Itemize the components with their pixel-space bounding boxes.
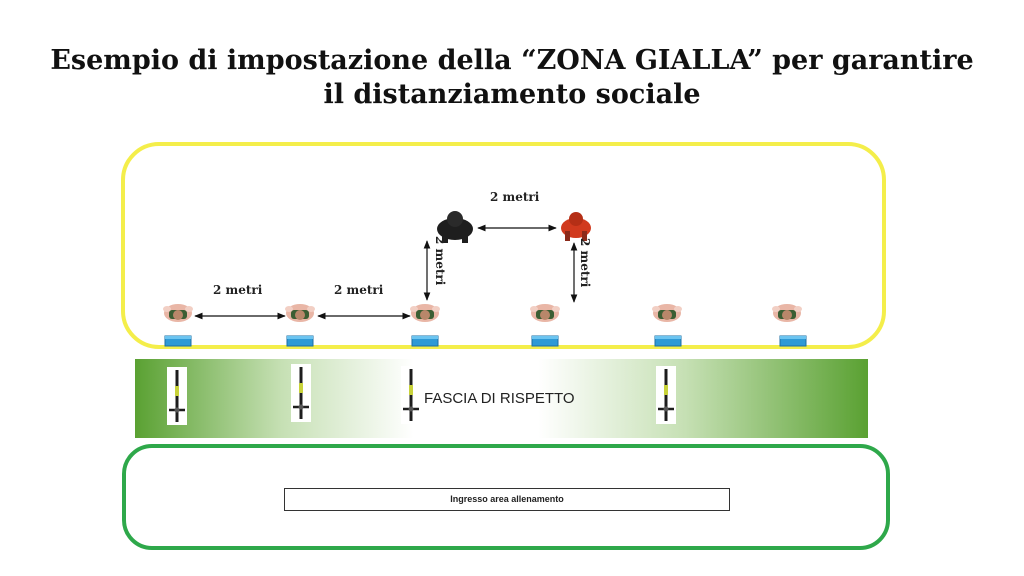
distance-label: 2 metri (578, 238, 592, 288)
bench-icon (286, 335, 314, 347)
distance-label: 2 metri (334, 283, 384, 297)
bench-icon (779, 335, 807, 347)
title-line-2: il distanziamento sociale (323, 79, 701, 110)
bench-icon (164, 335, 192, 347)
bicycle-icon (165, 365, 189, 427)
person-topview-icon (530, 304, 560, 322)
person-topview-icon (163, 304, 193, 322)
person-topview-icon (437, 211, 473, 243)
distance-label: 2 metri (213, 283, 263, 297)
bicycle-icon (289, 362, 313, 424)
bicycle-icon (654, 364, 678, 426)
person-topview-icon (561, 212, 591, 241)
distance-label: 2 metri (490, 190, 540, 204)
person-topview-icon (772, 304, 802, 322)
distance-label: 2 metri (433, 236, 447, 286)
bicycle-icon (399, 364, 423, 426)
bench-icon (531, 335, 559, 347)
bench-icon (411, 335, 439, 347)
yellow-zone-border (121, 142, 886, 349)
person-topview-icon (652, 304, 682, 322)
bench-icon (654, 335, 682, 347)
person-topview-icon (285, 304, 315, 322)
entrance-box: Ingresso area allenamento (284, 488, 730, 511)
green-zone-border (122, 444, 890, 550)
band-label: FASCIA DI RISPETTO (424, 390, 575, 407)
title-line-1: Esempio di impostazione della “ZONA GIAL… (50, 45, 974, 76)
respect-band (135, 359, 868, 438)
person-topview-icon (410, 304, 440, 322)
page-title: Esempio di impostazione della “ZONA GIAL… (0, 44, 1024, 112)
